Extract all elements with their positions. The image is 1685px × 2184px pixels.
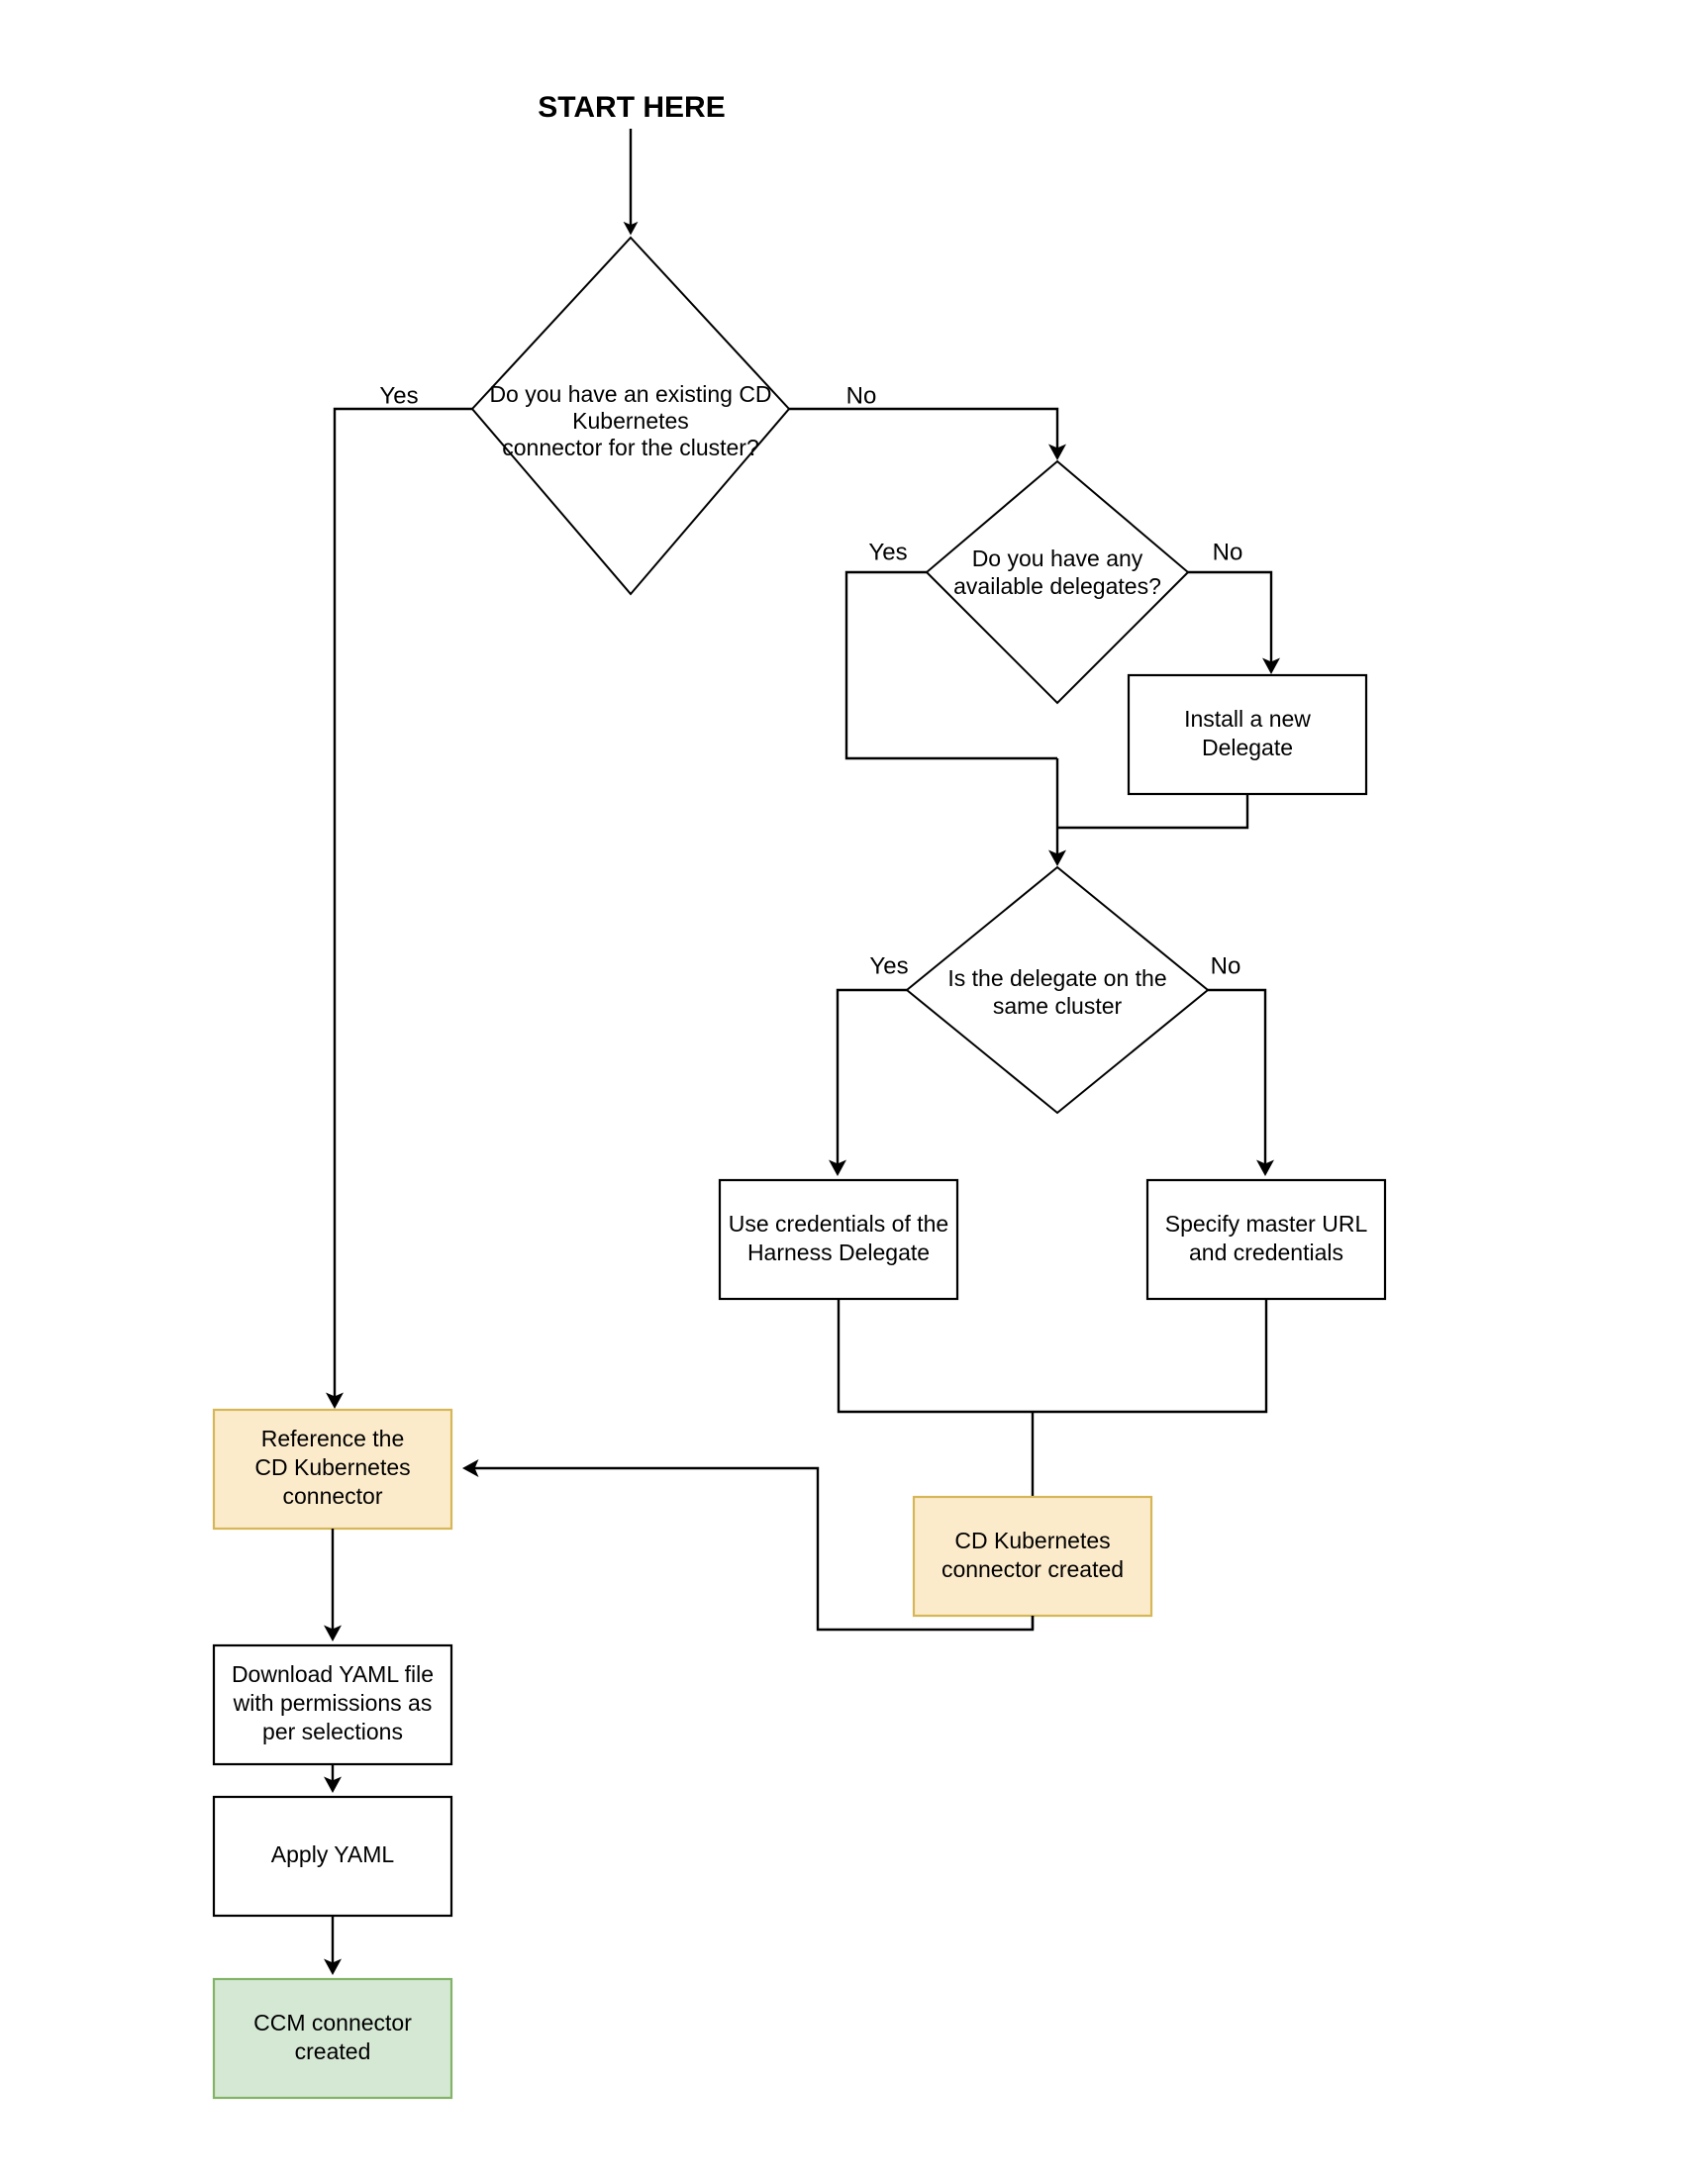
process-reference-connector-line-3: connector bbox=[282, 1483, 382, 1509]
terminal-ccm-connector-created-shape[interactable] bbox=[212, 1977, 453, 2100]
process-specify-master-url-line-1: Specify master URL bbox=[1165, 1211, 1368, 1237]
edge-label-same-cluster-yes: Yes bbox=[869, 952, 908, 979]
edge-existing-yes-to-reference-connector bbox=[326, 407, 472, 1409]
process-download-yaml-shape[interactable] bbox=[212, 1643, 453, 1766]
terminal-cd-connector-created-line-2: connector created bbox=[942, 1556, 1124, 1582]
terminal-ccm-connector-created-line-2: created bbox=[295, 2038, 371, 2064]
edge-same-cluster-yes-to-use-delegate-credentials bbox=[829, 988, 907, 1176]
process-reference-connector-shape[interactable] bbox=[212, 1408, 453, 1531]
edge-install-delegate-merge bbox=[1057, 794, 1249, 830]
start-here-label: START HERE bbox=[538, 91, 725, 124]
process-specify-master-url-line-2: and credentials bbox=[1189, 1240, 1343, 1265]
decision-existing-connector-line-3: connector for the cluster? bbox=[502, 435, 759, 460]
decision-existing-connector-line-1: Do you have an existing CD bbox=[489, 381, 771, 407]
process-install-delegate-line-1: Install a new bbox=[1184, 706, 1311, 732]
process-use-delegate-credentials-line-2: Harness Delegate bbox=[747, 1240, 930, 1265]
process-reference-connector-line-1: Reference the bbox=[261, 1426, 404, 1451]
decision-available-delegates-line-2: available delegates? bbox=[953, 573, 1161, 599]
decision-available-delegates-shape[interactable] bbox=[925, 459, 1190, 705]
process-apply-yaml-line-1: Apply YAML bbox=[271, 1841, 395, 1867]
edge-cd-connector-created-to-reference-connector bbox=[462, 1459, 1035, 1632]
decision-same-cluster-shape[interactable] bbox=[905, 865, 1210, 1115]
edge-label-delegates-no: No bbox=[1213, 539, 1243, 565]
process-use-delegate-credentials-line-1: Use credentials of the bbox=[729, 1211, 948, 1237]
decision-same-cluster-line-1: Is the delegate on the bbox=[947, 965, 1166, 991]
decision-existing-connector-line-2: Kubernetes bbox=[572, 408, 689, 434]
terminal-cd-connector-created-line-1: CD Kubernetes bbox=[954, 1528, 1110, 1553]
edge-label-existing-yes: Yes bbox=[379, 382, 418, 409]
edge-existing-no-to-available-delegates bbox=[789, 407, 1066, 460]
decision-existing-connector-shape[interactable] bbox=[470, 236, 791, 596]
decision-same-cluster-line-2: same cluster bbox=[993, 993, 1123, 1019]
process-download-yaml-line-1: Download YAML file bbox=[232, 1661, 434, 1687]
process-use-delegate-credentials-shape[interactable] bbox=[718, 1178, 959, 1301]
decision-available-delegates-line-1: Do you have any bbox=[972, 546, 1143, 571]
edge-label-same-cluster-no: No bbox=[1211, 952, 1241, 979]
edge-label-delegates-yes: Yes bbox=[868, 539, 907, 565]
edge-label-existing-no: No bbox=[846, 382, 877, 409]
process-specify-master-url-shape[interactable] bbox=[1145, 1178, 1387, 1301]
edge-credential-boxes-merge bbox=[837, 1299, 1268, 1414]
process-download-yaml-line-2: with permissions as bbox=[233, 1690, 433, 1716]
process-reference-connector-line-2: CD Kubernetes bbox=[254, 1454, 410, 1480]
edge-same-cluster-no-to-specify-master-url bbox=[1208, 988, 1274, 1176]
edge-delegates-yes-merge bbox=[844, 570, 1057, 760]
edge-delegates-no-to-install-delegate bbox=[1188, 570, 1280, 674]
terminal-cd-connector-created-shape[interactable] bbox=[912, 1495, 1153, 1618]
terminal-ccm-connector-created-line-1: CCM connector bbox=[253, 2010, 412, 2035]
process-install-delegate-line-2: Delegate bbox=[1202, 735, 1293, 760]
process-download-yaml-line-3: per selections bbox=[262, 1719, 403, 1744]
